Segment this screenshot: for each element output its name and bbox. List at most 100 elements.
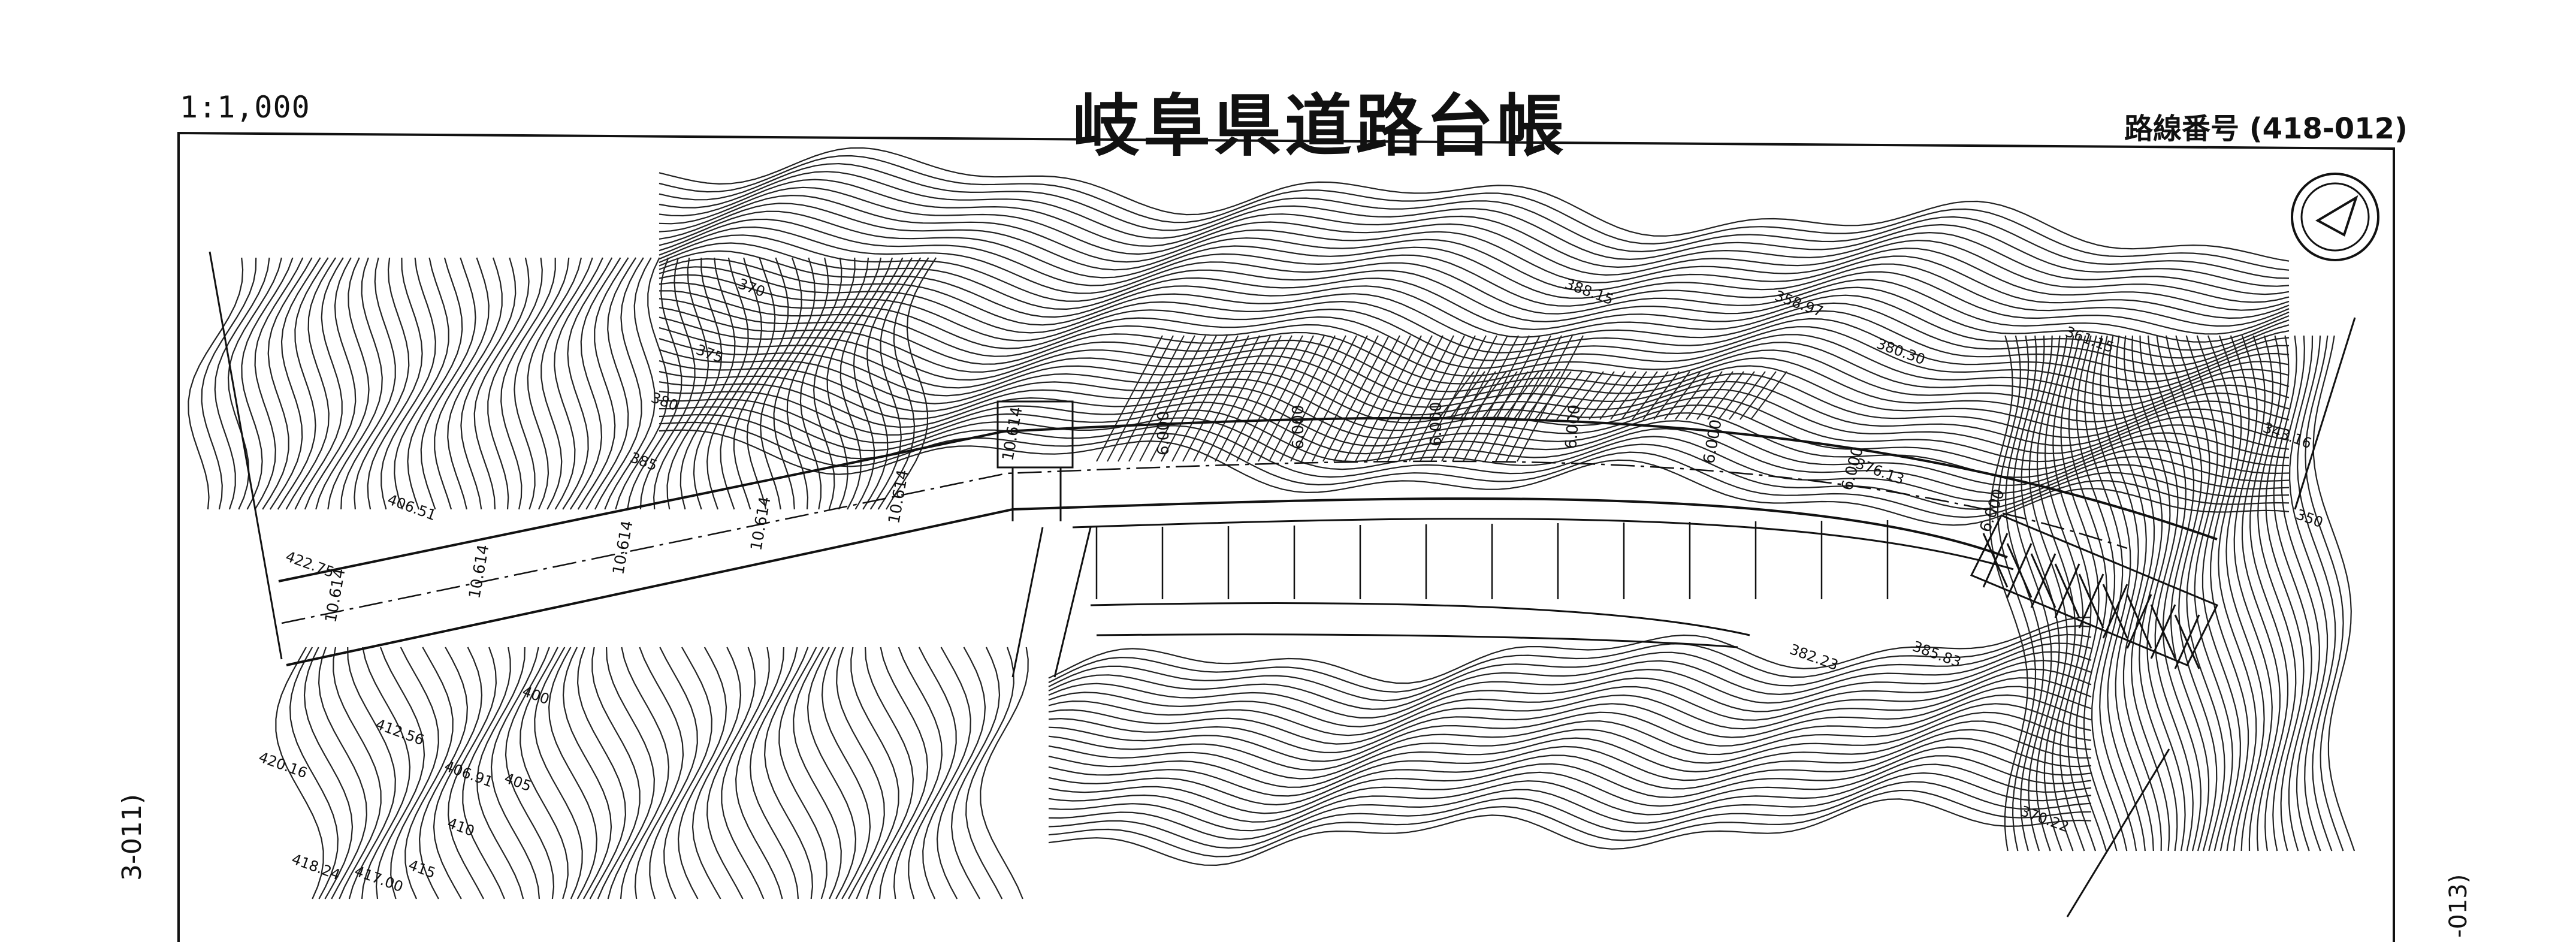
- contour-line: [2196, 335, 2242, 852]
- contour-line: [1048, 746, 2092, 814]
- contour-line: [659, 266, 2289, 383]
- contour-line: [659, 162, 2290, 279]
- contour-line: [1048, 763, 2092, 832]
- contour-line: [277, 257, 329, 510]
- contour-line: [1048, 660, 2092, 727]
- contour-line: [733, 257, 789, 510]
- contour-line: [447, 647, 497, 899]
- contour-line: [606, 647, 656, 899]
- contour-line: [639, 257, 696, 510]
- contour-line: [691, 647, 742, 899]
- contour-line: [2123, 335, 2178, 852]
- hatch-line: [1729, 371, 1766, 420]
- hatch-line: [1290, 335, 1357, 462]
- contour-line: [649, 647, 698, 899]
- contour-line: [2044, 335, 2085, 852]
- station-label: 10.614: [747, 495, 774, 552]
- bridge-truss: [1970, 514, 2219, 669]
- hatch-line: [1409, 335, 1476, 462]
- contour-line: [2281, 335, 2321, 852]
- hatch-line: [1696, 371, 1734, 420]
- contour-line: [659, 429, 2290, 526]
- contour-line: [659, 398, 2290, 494]
- hatch-line: [1513, 371, 1550, 420]
- contour-line: [659, 218, 2290, 335]
- hatch-line: [1589, 371, 1626, 420]
- contour-line: [2021, 335, 2060, 852]
- hatch-line: [1096, 335, 1163, 462]
- contour-line: [318, 647, 368, 899]
- contour-line: [936, 647, 986, 899]
- contour-line: [594, 257, 644, 510]
- contour-line: [2312, 335, 2355, 852]
- contour-line: [2165, 335, 2218, 852]
- contour-line: [514, 257, 570, 510]
- contour-line: [2013, 335, 2052, 852]
- contour-line: [1048, 789, 2092, 858]
- station-label: 6.000: [1155, 411, 1173, 455]
- contour-line: [433, 647, 483, 899]
- contour-line: [1048, 651, 2092, 718]
- contour-line: [677, 647, 727, 899]
- elevation-label: 406.91: [442, 757, 495, 790]
- contour-line: [2207, 335, 2249, 852]
- hatch-line: [1236, 335, 1303, 462]
- hatch-line: [1150, 335, 1217, 462]
- hatch-line: [1502, 371, 1539, 420]
- contour-line: [2004, 335, 2045, 852]
- contour-line: [659, 203, 2290, 319]
- contour-line: [2147, 335, 2202, 852]
- contour-line: [490, 647, 540, 899]
- contour-line: [634, 647, 684, 899]
- elevation-label: 358.97: [1772, 287, 1825, 320]
- contour-line: [1048, 642, 2092, 710]
- contour-line: [1048, 755, 2092, 823]
- contour-line: [487, 257, 543, 510]
- contour-line: [659, 370, 2290, 470]
- contour-line: [562, 257, 613, 510]
- contour-line: [2092, 335, 2146, 852]
- north-arrow-icon: [2291, 173, 2379, 261]
- contour-line: [1048, 703, 2092, 771]
- contour-line: [893, 647, 943, 899]
- hatch-line: [1556, 371, 1593, 420]
- contour-line: [304, 257, 357, 510]
- contour-line: [269, 257, 321, 510]
- station-label: 10.614: [466, 543, 493, 600]
- contour-line: [659, 290, 2290, 407]
- contour-line: [460, 257, 517, 510]
- contour-line: [763, 647, 814, 899]
- contour-line: [620, 647, 670, 899]
- contour-line: [659, 179, 2290, 295]
- hatch-line: [1258, 335, 1325, 462]
- station-label: 6.000: [1562, 404, 1584, 450]
- contour-line: [749, 647, 799, 899]
- contour-line: [367, 257, 423, 510]
- contour-line: [659, 186, 2290, 303]
- contour-line: [404, 647, 454, 899]
- contour-line: [1048, 798, 2092, 866]
- hatch-line: [1524, 371, 1561, 420]
- hatch-line: [1653, 371, 1690, 420]
- contour-line: [773, 257, 829, 510]
- contour-line: [950, 647, 1001, 899]
- contour-line: [659, 316, 2290, 431]
- contour-line: [2257, 335, 2297, 852]
- contour-line: [659, 413, 2290, 511]
- hatch-line: [1279, 335, 1346, 462]
- contour-line: [2218, 335, 2257, 852]
- contour-line: [327, 257, 383, 510]
- station-label: 10.614: [609, 519, 636, 576]
- hatch-line: [1344, 335, 1411, 462]
- contour-line: [289, 647, 339, 899]
- contour-line: [1048, 617, 2092, 684]
- contour-lines: [188, 147, 2355, 899]
- contour-line: [548, 647, 598, 899]
- road-edge-inner-3: [1096, 633, 1738, 648]
- hatch-line: [1107, 335, 1174, 462]
- hatch-line: [1215, 335, 1282, 462]
- station-label: 10.614: [885, 468, 912, 525]
- contour-line: [850, 647, 899, 899]
- hatch-line: [1118, 335, 1185, 462]
- contour-line: [659, 349, 2290, 455]
